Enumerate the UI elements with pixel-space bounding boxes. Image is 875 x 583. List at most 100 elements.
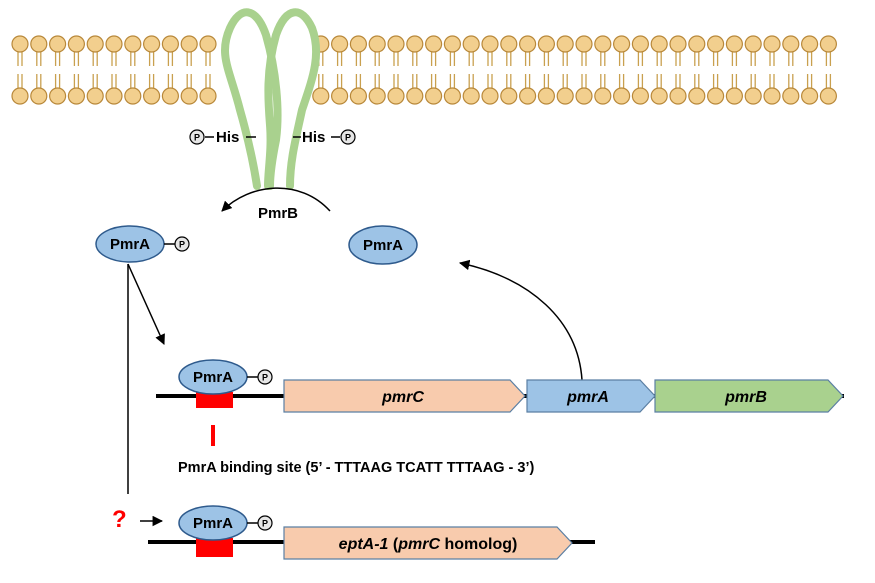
phospho-label: P: [194, 133, 200, 143]
lipid-head: [537, 35, 556, 53]
lipid-head: [744, 87, 762, 105]
lipid-head: [481, 35, 499, 53]
svg-text:P: P: [179, 240, 185, 250]
pmra-free: PmrA: [348, 225, 418, 265]
eptA-1-label: eptA-1 (pmrC homolog): [339, 536, 518, 553]
binding-box: [196, 392, 233, 408]
lipid-head: [462, 87, 480, 105]
question-mark: ?: [112, 506, 127, 533]
svg-text:P: P: [262, 519, 268, 529]
pmrb-label: PmrB: [258, 205, 298, 222]
lipid-head: [763, 87, 781, 105]
pmra-eptA: PmrA P: [178, 505, 273, 541]
lipid-head: [650, 87, 668, 105]
lipid-head: [725, 35, 744, 53]
lipid-head: [11, 87, 29, 105]
pmra-label: PmrA: [110, 236, 150, 253]
lipid-head: [48, 87, 67, 105]
lipid-head: [11, 35, 29, 53]
lipid-head: [30, 35, 48, 53]
lipid-head: [124, 35, 142, 53]
lipid-head: [124, 87, 142, 105]
lipid-head: [180, 87, 198, 105]
lipid-head: [819, 35, 838, 53]
lipid-head: [30, 87, 48, 105]
phospho-label: P: [345, 133, 351, 143]
lipid-head: [331, 35, 349, 53]
lipid-head: [575, 87, 593, 105]
lipid-head: [650, 35, 668, 53]
lipid-head: [518, 35, 537, 53]
his-left-label: His: [216, 129, 239, 146]
binding-site-text: PmrA binding site (5’ - TTTAAG TCATT TTT…: [178, 460, 534, 476]
lipid-head: [631, 87, 650, 105]
gene-pmrB: pmrB: [654, 379, 844, 413]
lipid-head: [782, 87, 800, 105]
translation-arrow: [458, 259, 583, 381]
lipid-head: [800, 35, 819, 53]
lipid-head: [425, 35, 443, 53]
lipid-head: [612, 35, 631, 53]
lipid-head: [706, 35, 725, 53]
lipid-head: [368, 35, 386, 53]
lipid-head: [706, 87, 725, 105]
lipid-head: [387, 87, 405, 105]
lipid-head: [406, 35, 424, 53]
lipid-head: [105, 87, 123, 105]
binding-arrow: [127, 263, 165, 345]
pmra-operon-label: PmrA: [193, 369, 233, 386]
lipid-head: [763, 35, 781, 53]
lipid-head: [48, 35, 67, 53]
pmra-eptA-label: PmrA: [193, 515, 233, 532]
lipid-head: [443, 87, 461, 105]
lipid-head: [349, 87, 367, 105]
lipid-head: [161, 87, 179, 105]
lipid-head: [481, 87, 499, 105]
lipid-head: [669, 35, 687, 53]
lipid-head: [462, 35, 480, 53]
pmrb-kinase: [220, 8, 321, 190]
lipid-head: [594, 35, 612, 53]
lipid-head: [67, 35, 86, 53]
lipid-head: [312, 87, 330, 105]
lipid-bilayer: [11, 35, 838, 105]
svg-text:pmrC: pmrC: [381, 389, 424, 406]
lipid-head: [443, 35, 461, 53]
lipid-head: [556, 35, 574, 53]
his-right-group: His P: [293, 129, 356, 146]
lipid-head: [631, 35, 650, 53]
phospho-icon: [189, 129, 205, 145]
lipid-head: [744, 35, 762, 53]
phospho-icon: [340, 129, 356, 145]
lipid-head: [349, 35, 367, 53]
lipid-head: [537, 87, 556, 105]
svg-text:pmrB: pmrB: [724, 389, 767, 406]
lipid-head: [500, 87, 518, 105]
phospho-icon: [174, 236, 190, 252]
pmra-free-label: PmrA: [363, 237, 403, 254]
lipid-head: [800, 87, 819, 105]
binding-box-homolog: [196, 538, 233, 557]
lipid-head: [594, 87, 612, 105]
lipid-head: [556, 87, 574, 105]
lipid-head: [86, 87, 104, 105]
gene-pmrA: pmrA: [526, 379, 656, 413]
lipid-head: [500, 35, 518, 53]
his-left-group: P His: [189, 129, 256, 146]
lipid-head: [406, 87, 424, 105]
gene-eptA-1: eptA-1 (pmrC homolog): [283, 526, 573, 560]
lipid-head: [612, 87, 631, 105]
lipid-head: [67, 87, 86, 105]
lipid-head: [425, 87, 443, 105]
svg-text:P: P: [262, 373, 268, 383]
phosphotransfer-arrow: [221, 187, 331, 212]
lipid-head: [86, 35, 104, 53]
lipid-head: [688, 87, 706, 105]
lipid-head: [199, 87, 217, 105]
lipid-head: [180, 35, 198, 53]
his-right-label: His: [302, 129, 325, 146]
lipid-head: [143, 35, 161, 53]
lipid-head: [575, 35, 593, 53]
